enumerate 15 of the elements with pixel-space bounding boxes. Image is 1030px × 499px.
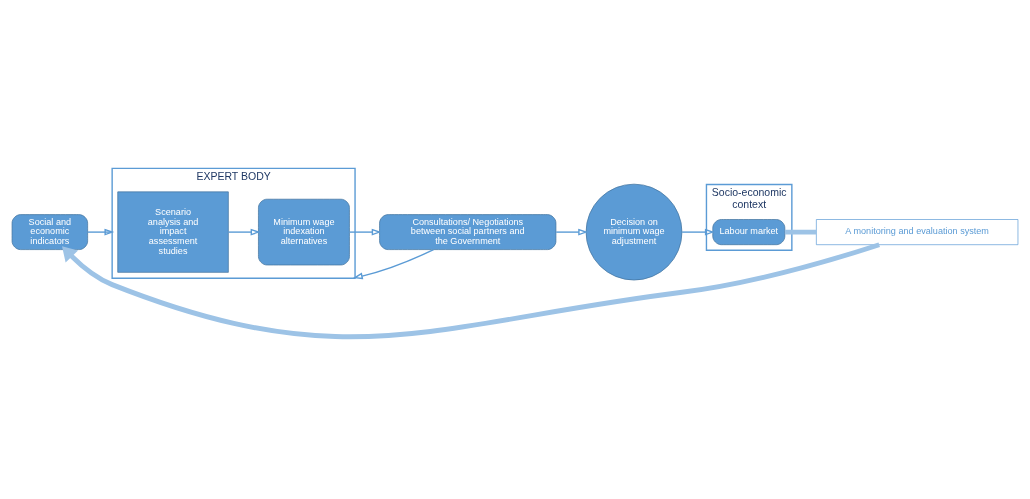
node-box: Labour market (712, 218, 786, 245)
arrow (681, 228, 715, 236)
node-circle: Decision on minimum wage adjustment (585, 183, 683, 280)
node-box: A monitoring and evaluation system (816, 218, 1019, 245)
arrow (348, 228, 382, 236)
node-box: Social and economic indicators (11, 213, 88, 250)
arrow (555, 228, 588, 236)
arrow (87, 228, 115, 236)
arrow (62, 241, 880, 339)
connector (784, 229, 817, 235)
arrow (227, 228, 261, 236)
node-box: Scenario analysis and impact assessment studies (117, 191, 229, 273)
node-box: Consultations/ Negotiations between social partners and the Government (379, 213, 557, 250)
node-box: Minimum wage indexation alternatives (258, 198, 350, 265)
arrow (353, 248, 435, 279)
